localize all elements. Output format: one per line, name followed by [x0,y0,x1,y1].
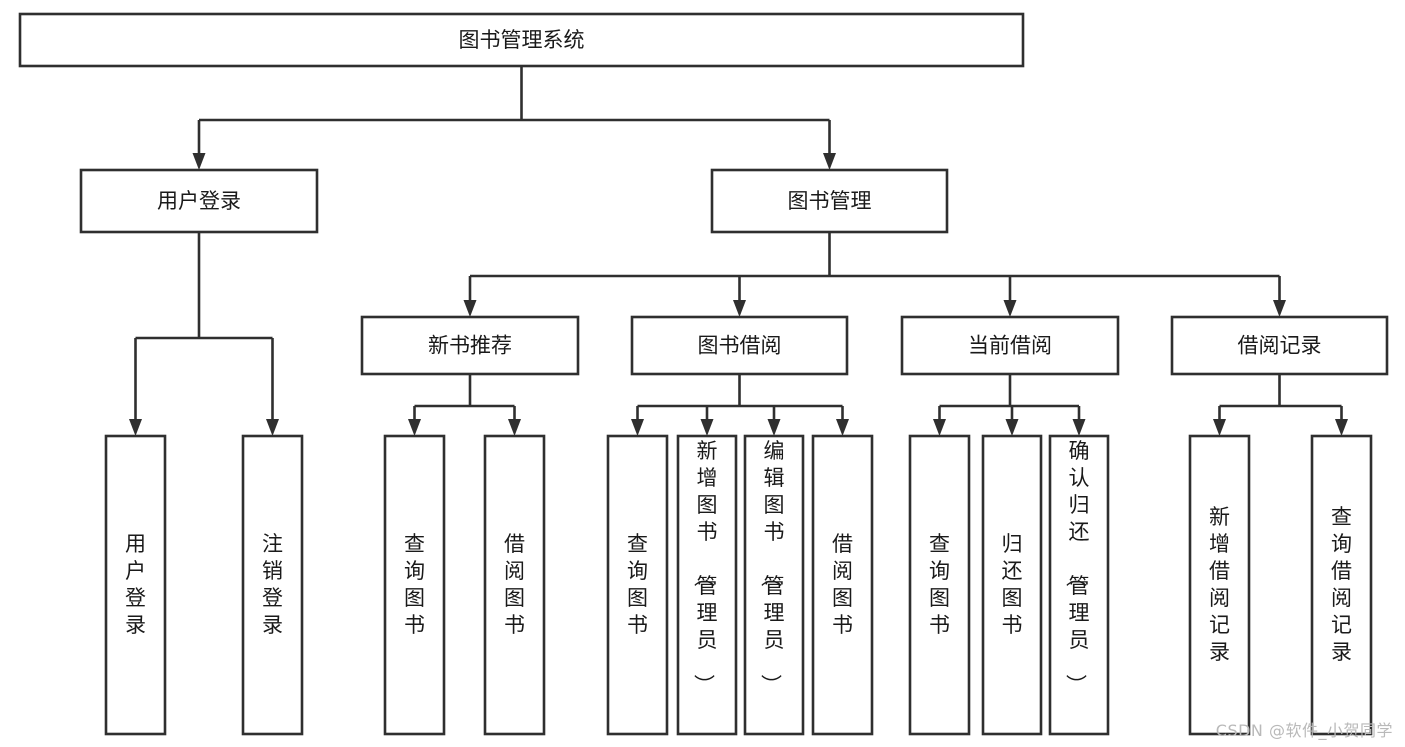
node-注销登录[interactable]: 注销登录 [241,434,304,736]
node-box [981,434,1043,736]
node-用户登录[interactable]: 用户登录 [79,168,319,234]
node-查询借阅记录[interactable]: 查询借阅记录 [1310,434,1373,736]
node-归还图书[interactable]: 归还图书 [981,434,1043,736]
node-box [241,434,304,736]
connector-group-当前借阅 [933,374,1086,436]
node-用户登录[interactable]: 用户登录 [104,434,167,736]
node-查询图书[interactable]: 查询图书 [383,434,446,736]
node-label: 查询图书 [404,532,425,637]
node-label: 图书管理系统 [459,28,585,52]
node-box [1310,434,1373,736]
connector-group-图书管理 [463,232,1286,317]
connector-group-图书管理系统 [192,66,836,170]
connector-group-新书推荐 [408,374,521,436]
node-编辑图书管理员[interactable]: 编辑图书（管理员） [743,434,805,736]
node-box [18,12,1025,68]
connector-group-用户登录 [129,232,279,436]
node-查询图书[interactable]: 查询图书 [908,434,971,736]
node-label: 新增借阅记录 [1209,505,1230,664]
node-box [1048,434,1110,736]
node-label: 借阅图书 [504,532,525,637]
node-label: 用户登录 [157,189,241,213]
node-box [908,434,971,736]
node-label: 查询图书 [929,532,950,637]
node-box [606,434,669,736]
node-label: 编辑图书（管理员） [759,439,785,695]
node-图书管理[interactable]: 图书管理 [710,168,949,234]
node-label: 用户登录 [125,532,146,637]
node-label: 查询图书 [627,532,648,637]
node-box [1170,315,1389,376]
node-box [383,434,446,736]
node-查询图书[interactable]: 查询图书 [606,434,669,736]
node-新增借阅记录[interactable]: 新增借阅记录 [1188,434,1251,736]
node-label: 新增图书（管理员） [692,439,718,695]
node-label: 新书推荐 [428,334,512,358]
node-box [710,168,949,234]
node-label: 确认归还（管理员） [1064,439,1090,695]
node-label: 图书管理 [788,189,872,213]
node-box [483,434,546,736]
node-box [79,168,319,234]
node-label: 图书借阅 [698,334,782,358]
node-box [1188,434,1251,736]
node-box [360,315,580,376]
node-确认归还管理员[interactable]: 确认归还（管理员） [1048,434,1110,736]
node-label: 查询借阅记录 [1331,505,1352,664]
node-新书推荐[interactable]: 新书推荐 [360,315,580,376]
connector-layer [129,66,1348,436]
node-box [630,315,849,376]
watermark-text: CSDN @软件_小贺同学 [1215,721,1393,740]
node-label: 借阅图书 [832,532,853,637]
node-box [104,434,167,736]
node-label: 借阅记录 [1238,334,1322,358]
node-label: 归还图书 [1002,532,1023,637]
node-box [743,434,805,736]
node-label: 注销登录 [262,532,283,637]
node-box [811,434,874,736]
connector-group-图书借阅 [631,374,849,436]
node-图书管理系统[interactable]: 图书管理系统 [18,12,1025,68]
node-借阅记录[interactable]: 借阅记录 [1170,315,1389,376]
node-box [900,315,1120,376]
node-box [676,434,738,736]
node-借阅图书[interactable]: 借阅图书 [483,434,546,736]
node-借阅图书[interactable]: 借阅图书 [811,434,874,736]
connector-group-借阅记录 [1213,374,1348,436]
node-图书借阅[interactable]: 图书借阅 [630,315,849,376]
node-新增图书管理员[interactable]: 新增图书（管理员） [676,434,738,736]
node-当前借阅[interactable]: 当前借阅 [900,315,1120,376]
node-layer: 图书管理系统用户登录图书管理新书推荐图书借阅当前借阅借阅记录用户登录注销登录查询… [18,12,1389,736]
node-label: 当前借阅 [968,334,1052,358]
